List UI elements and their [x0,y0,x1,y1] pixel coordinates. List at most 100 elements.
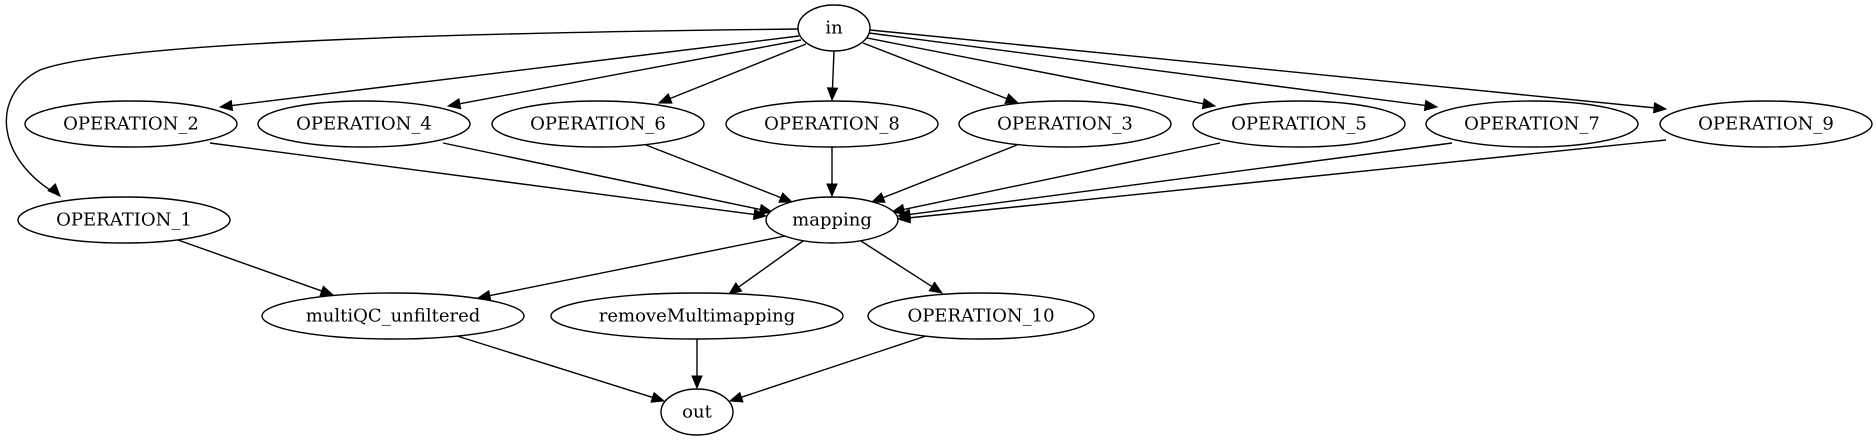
edge-op6-to-mapping [645,144,794,203]
node-operation-1-shape [17,196,231,244]
edge-mapping-to-remove [727,240,804,295]
arrowhead [758,203,774,216]
edge-in-to-op7 [868,32,1439,112]
node-operation-5-shape [1192,100,1406,148]
arrowhead [446,98,462,110]
edge-op3-to-mapping [870,144,1018,203]
edge-line [866,37,1205,105]
edge-op8-to-mapping [826,147,838,198]
edge-op1-to-multiqc [177,239,335,297]
node-operation-9: OPERATION_9 [1659,100,1873,148]
node-multiqc-unfiltered-label: multiQC_unfiltered [306,306,481,327]
edge-line [737,240,804,289]
arrowhead [890,203,906,216]
node-operation-1-label: OPERATION_1 [56,210,192,231]
edge-line [5,28,799,197]
node-operation-6-label: OPERATION_6 [530,114,666,135]
node-operation-6: OPERATION_6 [491,100,705,148]
node-operation-7: OPERATION_7 [1425,100,1639,148]
node-out-label: out [682,402,712,423]
arrowhead [1201,97,1217,110]
edge-line [902,142,1221,211]
edge-line [862,42,1008,100]
node-operation-9-label: OPERATION_9 [1698,114,1834,135]
node-in-shape [797,4,871,52]
edge-op5-to-mapping [890,142,1221,216]
edge-op4-to-mapping [442,142,774,216]
edge-op7-to-mapping [896,142,1453,221]
edge-line [869,29,1656,109]
arrowhead [1652,102,1668,114]
node-remove-multimapping-label: removeMultimapping [599,306,795,327]
edge-line [177,239,323,292]
node-operation-10: OPERATION_10 [867,292,1095,340]
node-operation-9-shape [1659,100,1873,148]
node-in: in [797,4,871,52]
edge-in-to-op8 [826,50,839,102]
arrowhead [319,285,335,297]
edge-in-to-op4 [446,39,802,110]
arrowhead [657,93,673,104]
edge-line [908,142,1453,216]
nodes-layer: in OPERATION_2 OPERATION_4 OPERATION_6 O… [17,4,1873,436]
arrowhead [650,391,666,403]
arrowhead [728,391,744,403]
node-operation-7-shape [1425,100,1639,148]
edge-line [868,32,1427,107]
edge-in-to-op3 [862,42,1020,104]
arrowhead [778,192,794,203]
edge-op2-to-mapping [209,142,768,221]
edge-line [456,335,654,399]
node-operation-7-label: OPERATION_7 [1464,114,1600,135]
edge-in-to-op1 [5,28,799,197]
edge-line [442,142,762,211]
edge-in-to-op2 [218,35,800,112]
arrowhead [928,281,944,294]
node-operation-2-label: OPERATION_2 [63,114,199,135]
edge-remove-to-out [691,339,703,390]
edge-line [209,142,756,216]
arrowhead [218,99,234,112]
edge-line [831,50,835,90]
node-out-shape [660,388,734,436]
node-operation-10-label: OPERATION_10 [907,306,1054,327]
edge-line [458,39,802,105]
node-operation-4: OPERATION_4 [257,100,471,148]
arrowhead [1423,99,1439,112]
arrowhead [691,375,703,390]
node-operation-6-shape [491,100,705,148]
edge-in-to-op6 [657,43,807,104]
node-out: out [660,388,734,436]
node-operation-5-label: OPERATION_5 [1231,114,1367,135]
edge-line [908,139,1667,219]
node-operation-3-shape [958,100,1172,148]
node-operation-1: OPERATION_1 [17,196,231,244]
node-operation-8-label: OPERATION_8 [764,114,900,135]
node-operation-3-label: OPERATION_3 [997,114,1133,135]
arrowhead [896,212,912,224]
edges-layer [5,28,1668,403]
node-operation-2: OPERATION_2 [24,100,238,148]
node-mapping-shape [765,196,899,244]
arrowhead [826,183,838,198]
node-multiqc-unfiltered: multiQC_unfiltered [261,292,525,340]
edge-multiqc-to-out [456,335,666,403]
node-operation-5: OPERATION_5 [1192,100,1406,148]
node-operation-2-shape [24,100,238,148]
node-operation-8: OPERATION_8 [725,100,939,148]
node-mapping-label: mapping [792,210,872,231]
edge-in-to-op9 [869,29,1668,114]
edge-line [488,235,786,297]
node-operation-4-shape [257,100,471,148]
edge-op9-to-mapping [896,139,1667,224]
node-remove-multimapping-shape [550,292,844,340]
arrowhead [47,182,61,197]
node-in-label: in [825,18,843,39]
edge-line [668,43,807,100]
edge-line [740,335,927,399]
node-remove-multimapping: removeMultimapping [550,292,844,340]
arrowhead [870,192,886,203]
arrowhead [826,87,839,102]
node-operation-4-label: OPERATION_4 [296,114,432,135]
